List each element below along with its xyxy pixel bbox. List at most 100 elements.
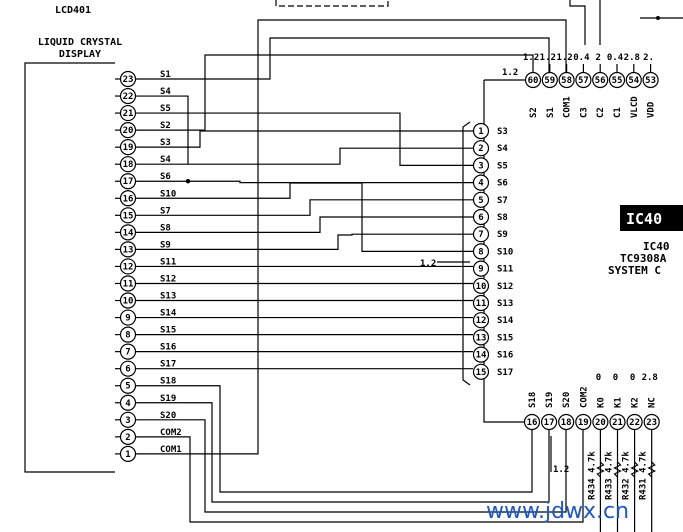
ic-left-pin-circle [472,243,490,260]
lcd-pin-signal: S3 [160,138,171,148]
lcd-pin-circle [119,360,137,377]
ic-top-pin-number: 54 [628,76,639,86]
wire-com1 [183,19,567,455]
ic-bottom-pin-circle [558,413,575,431]
lcd-pin-circle [119,428,137,445]
ic-bottom-pin-voltage: 2.8 [642,373,658,383]
ic-top-pin-signal: COM1 [563,96,573,118]
ic-top-pin-voltage: 0.4 [573,53,590,63]
ic-bottom-pin-circle [592,413,609,431]
ic-top-pin-signal: VDD [647,101,657,118]
ic-bottom-pin-circle [523,413,541,431]
top-wire-1 [569,0,586,45]
ic-bottom-pin-signal: K1 [614,397,624,408]
lcd-pin-signal: S4 [160,155,171,165]
watermark: www.jdwx.cn [486,499,629,524]
ic-left-pin-signal: S15 [497,333,513,343]
lcd-pin-signal: S20 [160,411,176,421]
lcd-pin-number: 21 [123,109,134,119]
lcd-pin-circle [119,275,137,292]
lcd-pin-circle [119,292,137,309]
ic-bottom-pin-signal: COM2 [579,386,589,408]
resistor-ref: R433 4.7k [605,451,615,500]
ic-top-pin-signal: VLCD [630,96,640,118]
ic-bottom-pin-signal: NC [648,397,658,408]
ic-top-pin-signal: S1 [546,107,556,118]
ic-bottom-pin-signal: S18 [528,392,538,408]
ic-top-pin-group: 60S21.259S11.258COM11.257C30.456C2255C10… [502,53,659,118]
ic-left-pin-signal: S6 [497,179,508,189]
ic-bottom-pin-circle [626,413,643,431]
ic-left-pin-signal: S4 [497,144,508,154]
lcd-pin-circle [119,104,137,122]
lcd-pin-circle [119,377,137,394]
ic-bottom-pin-circle [609,413,626,431]
ic-top-pin-number: 59 [544,76,555,86]
ic-left-pin-number: 13 [476,333,487,343]
ic-left-pin-circle [472,260,490,277]
ic-top-pin-signal: S2 [529,107,539,118]
ic-bottom-pin-group: 16S1817S1918S2019COM220K0021K1022K2023NC… [523,373,660,431]
wire-s18 [183,385,533,493]
ic-top-pin-voltage: 0.4 [607,53,624,63]
lcd-pin-signal: S1 [160,70,171,80]
resistor-symbol [647,461,657,478]
lcd-pin-number: 4 [125,399,131,409]
lcd-pin-circle [119,207,137,224]
lcd-pin-number: 9 [125,314,130,324]
wire-s7 [183,199,473,216]
lcd-pin-circle [119,173,137,190]
ic-left-pin-circle [472,226,490,243]
ic-pin-bracket [462,121,471,386]
lcd-pin-circle [119,326,137,343]
ic-part-number: TC9308A [620,252,667,265]
lcd-pin-number: 23 [123,75,134,85]
ic-bottom-pin-signal: S20 [562,392,572,408]
ic-left-pin-signal: S11 [497,265,513,275]
lcd-pin-number: 10 [123,297,134,307]
ic-bottom-pin-number: 19 [578,418,589,428]
ic-top-pin-circle [524,71,542,89]
lcd-pin-signal: S7 [160,206,171,216]
ic-bottom-pin-circle [540,413,558,431]
lcd-pin-signal: S11 [160,257,176,267]
lcd-pin-circle [119,394,137,411]
ic-left-pin-signal: S5 [497,161,508,171]
ic-top-pin-circle [608,71,626,89]
ic-left-pin-number: 4 [478,179,484,189]
ic-bottom-pin-signal: K2 [631,397,641,408]
ic-top-pin-signal: C1 [613,107,623,118]
ic-top-pin-circle [625,71,642,89]
lcd-body [24,62,115,473]
ic-left-pin-circle [472,277,490,294]
lcd-pin-circle [119,156,137,173]
bus-voltage: 1.2 [553,465,569,475]
ic-bottom-pin-voltage: 0 [596,373,601,383]
ic-left-pin-number: 2 [478,144,483,154]
ic-left-pin-number: 11 [476,299,487,309]
ic-top-pin-voltage: 1.2 [523,53,539,63]
resistor-symbol [630,461,639,478]
lcd-pin-number: 14 [123,228,134,238]
lcd-pin-number: 8 [125,331,130,341]
junction-dot [185,179,191,184]
lcd-pin-signal: S19 [160,394,176,404]
ic-left-pin-signal: S12 [497,282,513,292]
wire-s4 [183,147,473,165]
wire-s6 [183,180,473,184]
lcd-pin-number: 1 [125,450,130,460]
ic-left-pin-circle [472,312,490,329]
ic-top-pin-number: 58 [561,76,572,86]
ic-top-pin-circle [592,71,609,89]
lcd-pin-circle [119,309,137,326]
ic-bottom-pin-voltage: 0 [613,373,618,383]
ic-left-pin-number: 6 [478,213,483,223]
ic-left-pin-signal: S17 [497,368,513,378]
lcd-pin-signal: S8 [160,223,171,233]
ic-left-pin-signal: S13 [497,299,513,309]
ic-ref: IC40 [643,240,670,253]
lcd-pin-number: 5 [125,382,130,392]
lcd-pin-signal: S10 [160,189,176,199]
ic-badge-text: IC40 [626,210,662,228]
